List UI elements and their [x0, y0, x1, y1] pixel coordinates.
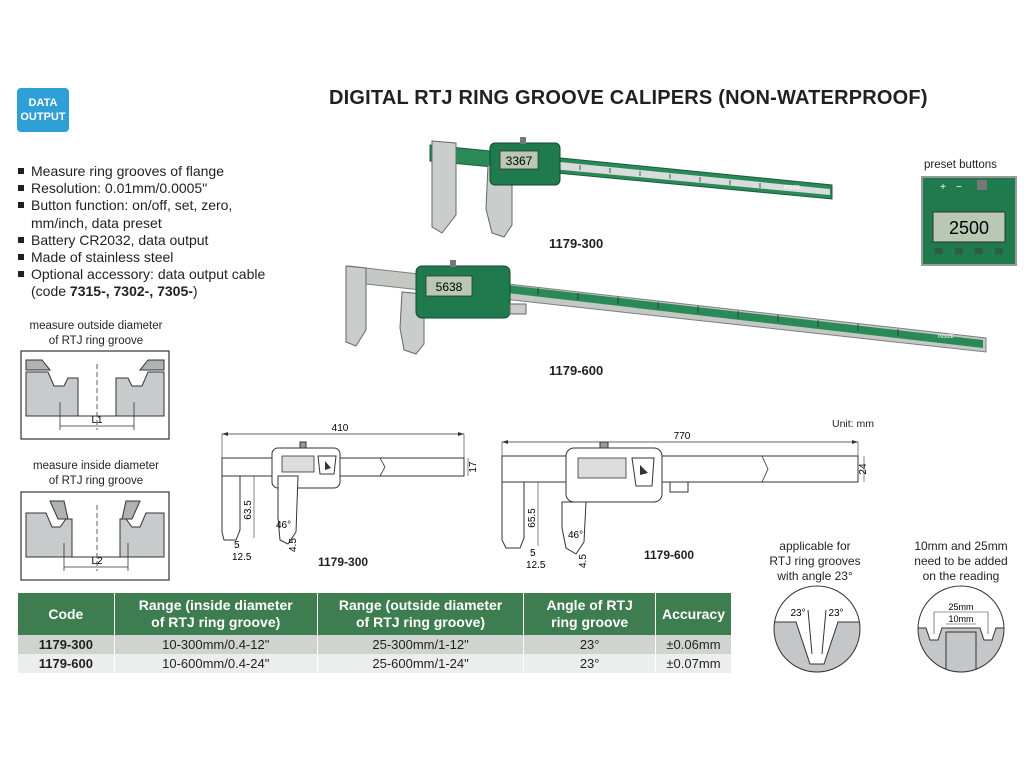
cell-inside-range: 10-600mm/0.4-24"	[114, 654, 318, 673]
feature-item: Button function: on/off, set, zero,	[18, 197, 265, 214]
cell-inside-range: 10-300mm/0.4-12"	[114, 635, 318, 654]
dim-height-600: 24	[858, 463, 869, 475]
feature-item: Measure ring grooves of flange	[18, 163, 265, 180]
cell-code: 1179-600	[18, 654, 115, 673]
caliper-600-photo: 5638 INSIZE	[345, 260, 987, 355]
lcd-300-reading: 3367	[506, 154, 533, 168]
table-row: 1179-600 10-600mm/0.4-24" 25-600mm/1-24"…	[18, 654, 731, 673]
preset-buttons-caption: preset buttons	[924, 159, 997, 171]
header-code: Code	[18, 593, 115, 635]
cell-angle: 23°	[523, 635, 656, 654]
feature-item-continued: (code 7315-, 7302-, 7305-)	[31, 283, 198, 300]
inside-diameter-diagram: L2	[20, 491, 170, 581]
label-l2: L2	[91, 556, 103, 567]
cable-codes: 7315-, 7302-, 7305-	[69, 283, 193, 300]
dim-angle-600: 46°	[568, 530, 583, 541]
unit-label: Unit: mm	[832, 418, 874, 430]
photo-model-300: 1179-300	[549, 236, 604, 251]
badge-line1: DATA	[28, 97, 58, 109]
dim-length-600: 770	[674, 431, 691, 442]
dim-jaw-300: 63.5	[243, 500, 254, 520]
groove-reading-diagram: 25mm 10mm	[917, 585, 1005, 673]
outside-diameter-diagram: L1	[20, 350, 170, 440]
label-l1: L1	[91, 415, 103, 426]
feature-item-continued: mm/inch, data preset	[31, 214, 162, 231]
cell-accuracy: ±0.07mm	[655, 654, 731, 673]
plus-button-icon: +	[940, 182, 946, 193]
groove-reading-caption: 10mm and 25mm need to be added on the re…	[914, 539, 1008, 583]
dim-w1-600: 5	[530, 548, 536, 559]
dim-w3-600: 4.5	[578, 554, 589, 568]
dim-w2-300: 12.5	[232, 552, 252, 563]
brand-logo-300: INSIZE	[784, 185, 801, 191]
drawing-1179-600: 770 24 65.5 46° 5 12.5 4.5	[501, 431, 869, 571]
outside-diameter-caption: measure outside diameter of RTJ ring gro…	[29, 320, 163, 347]
cell-outside-range: 25-300mm/1-12"	[317, 635, 525, 654]
photo-model-600: 1179-600	[549, 363, 604, 378]
dim-jaw-600: 65.5	[527, 508, 538, 528]
feature-list: Measure ring grooves of flange Resolutio…	[18, 163, 265, 301]
page-title: DIGITAL RTJ RING GROOVE CALIPERS (NON-WA…	[329, 87, 928, 109]
preset-lcd-reading: 2500	[949, 218, 989, 238]
dim-w3-300: 4.5	[288, 538, 299, 552]
drawing-model-600: 1179-600	[644, 548, 695, 562]
dim-height-300: 17	[468, 461, 479, 473]
brand-logo-600: INSIZE	[938, 334, 955, 340]
table-row: 1179-300 10-300mm/0.4-12" 25-300mm/1-12"…	[18, 635, 731, 654]
dim-length-300: 410	[332, 423, 349, 434]
cell-outside-range: 25-600mm/1-24"	[317, 654, 525, 673]
drawing-model-300: 1179-300	[318, 555, 369, 569]
feature-item: Made of stainless steel	[18, 249, 265, 266]
groove-angle-right: 23°	[828, 608, 843, 619]
feature-item: Battery CR2032, data output	[18, 232, 265, 249]
badge-line2: OUTPUT	[20, 111, 66, 123]
groove-angle-diagram: 23° 23°	[773, 585, 861, 673]
minus-button-icon: −	[956, 182, 962, 193]
header-accuracy: Accuracy	[655, 593, 731, 635]
lcd-600-reading: 5638	[436, 280, 463, 294]
dim-angle-300: 46°	[276, 520, 291, 531]
feature-item: Optional accessory: data output cable	[18, 266, 265, 283]
reading-outer-25mm: 25mm	[948, 602, 973, 612]
drawing-1179-300: 410 17 63.5 46° 5 12.5 4.5	[221, 423, 479, 563]
cell-angle: 23°	[523, 654, 656, 673]
feature-item: Resolution: 0.01mm/0.0005"	[18, 180, 265, 197]
inside-diameter-caption: measure inside diameter of RTJ ring groo…	[33, 460, 159, 487]
reading-inner-10mm: 10mm	[948, 614, 973, 624]
preset-buttons-photo: + − 2500	[921, 176, 1017, 266]
groove-angle-left: 23°	[790, 608, 805, 619]
dim-w2-600: 12.5	[526, 560, 546, 571]
cell-accuracy: ±0.06mm	[655, 635, 731, 654]
data-output-badge: DATA OUTPUT	[17, 88, 69, 132]
groove-angle-caption: applicable for RTJ ring grooves with ang…	[769, 539, 861, 583]
dim-w1-300: 5	[234, 540, 240, 551]
caliper-300-photo: 3367 INSIZE	[429, 137, 833, 238]
cell-code: 1179-300	[18, 635, 115, 654]
